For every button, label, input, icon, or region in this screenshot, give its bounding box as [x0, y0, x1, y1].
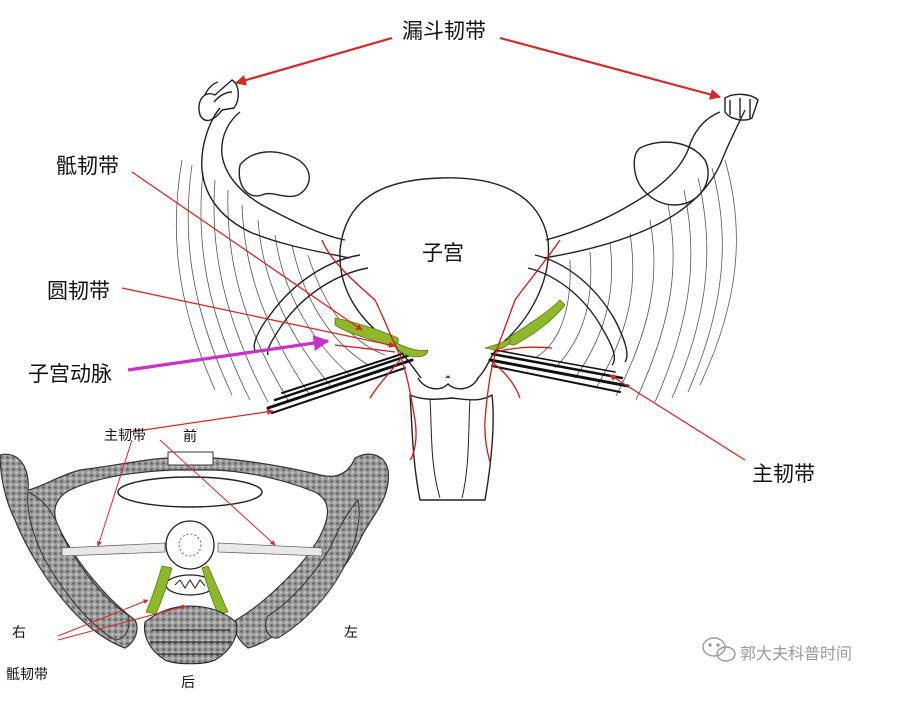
bladder	[117, 476, 263, 508]
wechat-icon	[702, 637, 736, 662]
pelvic-wall-left	[27, 491, 130, 641]
label-uterine-artery: 子宫动脉	[28, 362, 112, 386]
inset-label-sacral-ligament: 骶韧带	[6, 667, 48, 683]
fallopian-tube-left	[201, 107, 351, 259]
sacrum	[143, 605, 238, 665]
pelvic-wall-right	[265, 498, 360, 639]
sacral-ligament-green	[334, 299, 566, 358]
vagina	[409, 394, 494, 501]
inset-cardinal-right	[217, 542, 323, 557]
symphysis	[167, 451, 214, 466]
inset-label-cardinal-ligament: 主韧带	[104, 428, 146, 444]
label-round-ligament: 圆韧带	[47, 279, 110, 303]
cervix	[417, 377, 479, 390]
fallopian-tube-right	[543, 109, 746, 259]
inset-label-left: 左	[344, 625, 358, 641]
label-sacral-ligament: 骶韧带	[56, 154, 119, 178]
ovary-right	[633, 141, 709, 206]
inset-uterus	[165, 520, 215, 570]
cardinal-ligament-bands	[266, 349, 630, 414]
broad-ligament-right	[534, 159, 737, 403]
label-cardinal-ligament: 主韧带	[752, 462, 815, 486]
inset-label-front: 前	[183, 429, 197, 445]
pointer-lines	[121, 36, 746, 461]
uterus-body	[339, 177, 550, 385]
uterine-arteries	[321, 239, 561, 463]
round-ligament-right	[527, 254, 628, 366]
watermark: 郭大夫科普时间	[740, 644, 853, 663]
uterine-artery-pointer	[127, 335, 330, 372]
label-uterus: 子宫	[422, 241, 464, 265]
ovary-left	[238, 151, 310, 198]
inset-cardinal-left	[61, 542, 166, 557]
inset-label-back: 后	[181, 675, 195, 691]
label-infundibulopelvic-ligament: 漏斗韧带	[402, 19, 486, 43]
inset-label-right: 右	[12, 625, 26, 641]
pelvis-inset	[0, 439, 390, 665]
uterus-drawing	[175, 79, 759, 501]
